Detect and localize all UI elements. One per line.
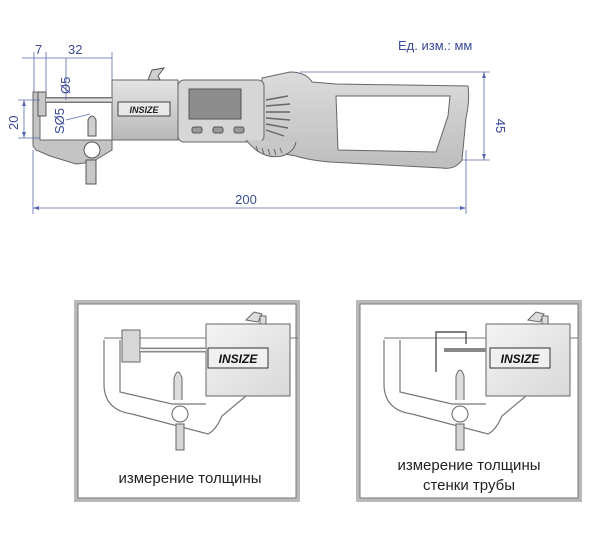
panel1-logo: INSIZE bbox=[219, 352, 259, 366]
panel1-caption: измерение толщины bbox=[118, 470, 261, 487]
button-1[interactable] bbox=[191, 126, 203, 134]
brand-logo bbox=[117, 101, 171, 117]
panel2-caption-line1: измерение толщины bbox=[397, 457, 540, 474]
dim-sphi5: SØ5 bbox=[52, 108, 67, 134]
lock-knob[interactable] bbox=[147, 67, 166, 81]
frame-hole bbox=[83, 141, 101, 159]
dim-200: 200 bbox=[235, 192, 257, 207]
gauge-drawing: INSIZE bbox=[32, 67, 470, 185]
units-label: Ед. изм.: мм bbox=[398, 38, 472, 53]
thumb-grip bbox=[265, 95, 291, 137]
lever-ridges bbox=[255, 145, 283, 156]
panel2-caption-line2: стенки трубы bbox=[423, 477, 515, 494]
dimension-lines bbox=[18, 52, 490, 214]
dim-7: 7 bbox=[35, 42, 42, 57]
anvil-left bbox=[37, 91, 47, 117]
dim-45: 45 bbox=[493, 119, 508, 133]
button-2[interactable] bbox=[212, 126, 224, 134]
panel-thickness: INSIZE bbox=[74, 300, 300, 502]
button-3[interactable] bbox=[233, 126, 245, 134]
dim-32: 32 bbox=[68, 42, 82, 57]
handle-cutout bbox=[335, 95, 451, 153]
ball-anvil bbox=[87, 115, 97, 137]
dim-phi5: Ø5 bbox=[58, 77, 73, 94]
lcd-screen bbox=[188, 88, 242, 120]
panel2-logo: INSIZE bbox=[501, 352, 541, 366]
trigger-lever[interactable] bbox=[245, 139, 297, 158]
brand-logo-text: INSIZE bbox=[129, 105, 159, 115]
dim-20: 20 bbox=[6, 116, 21, 130]
panel-pipe-wall: INSIZE bbox=[356, 300, 582, 502]
frame-stem bbox=[85, 159, 97, 185]
